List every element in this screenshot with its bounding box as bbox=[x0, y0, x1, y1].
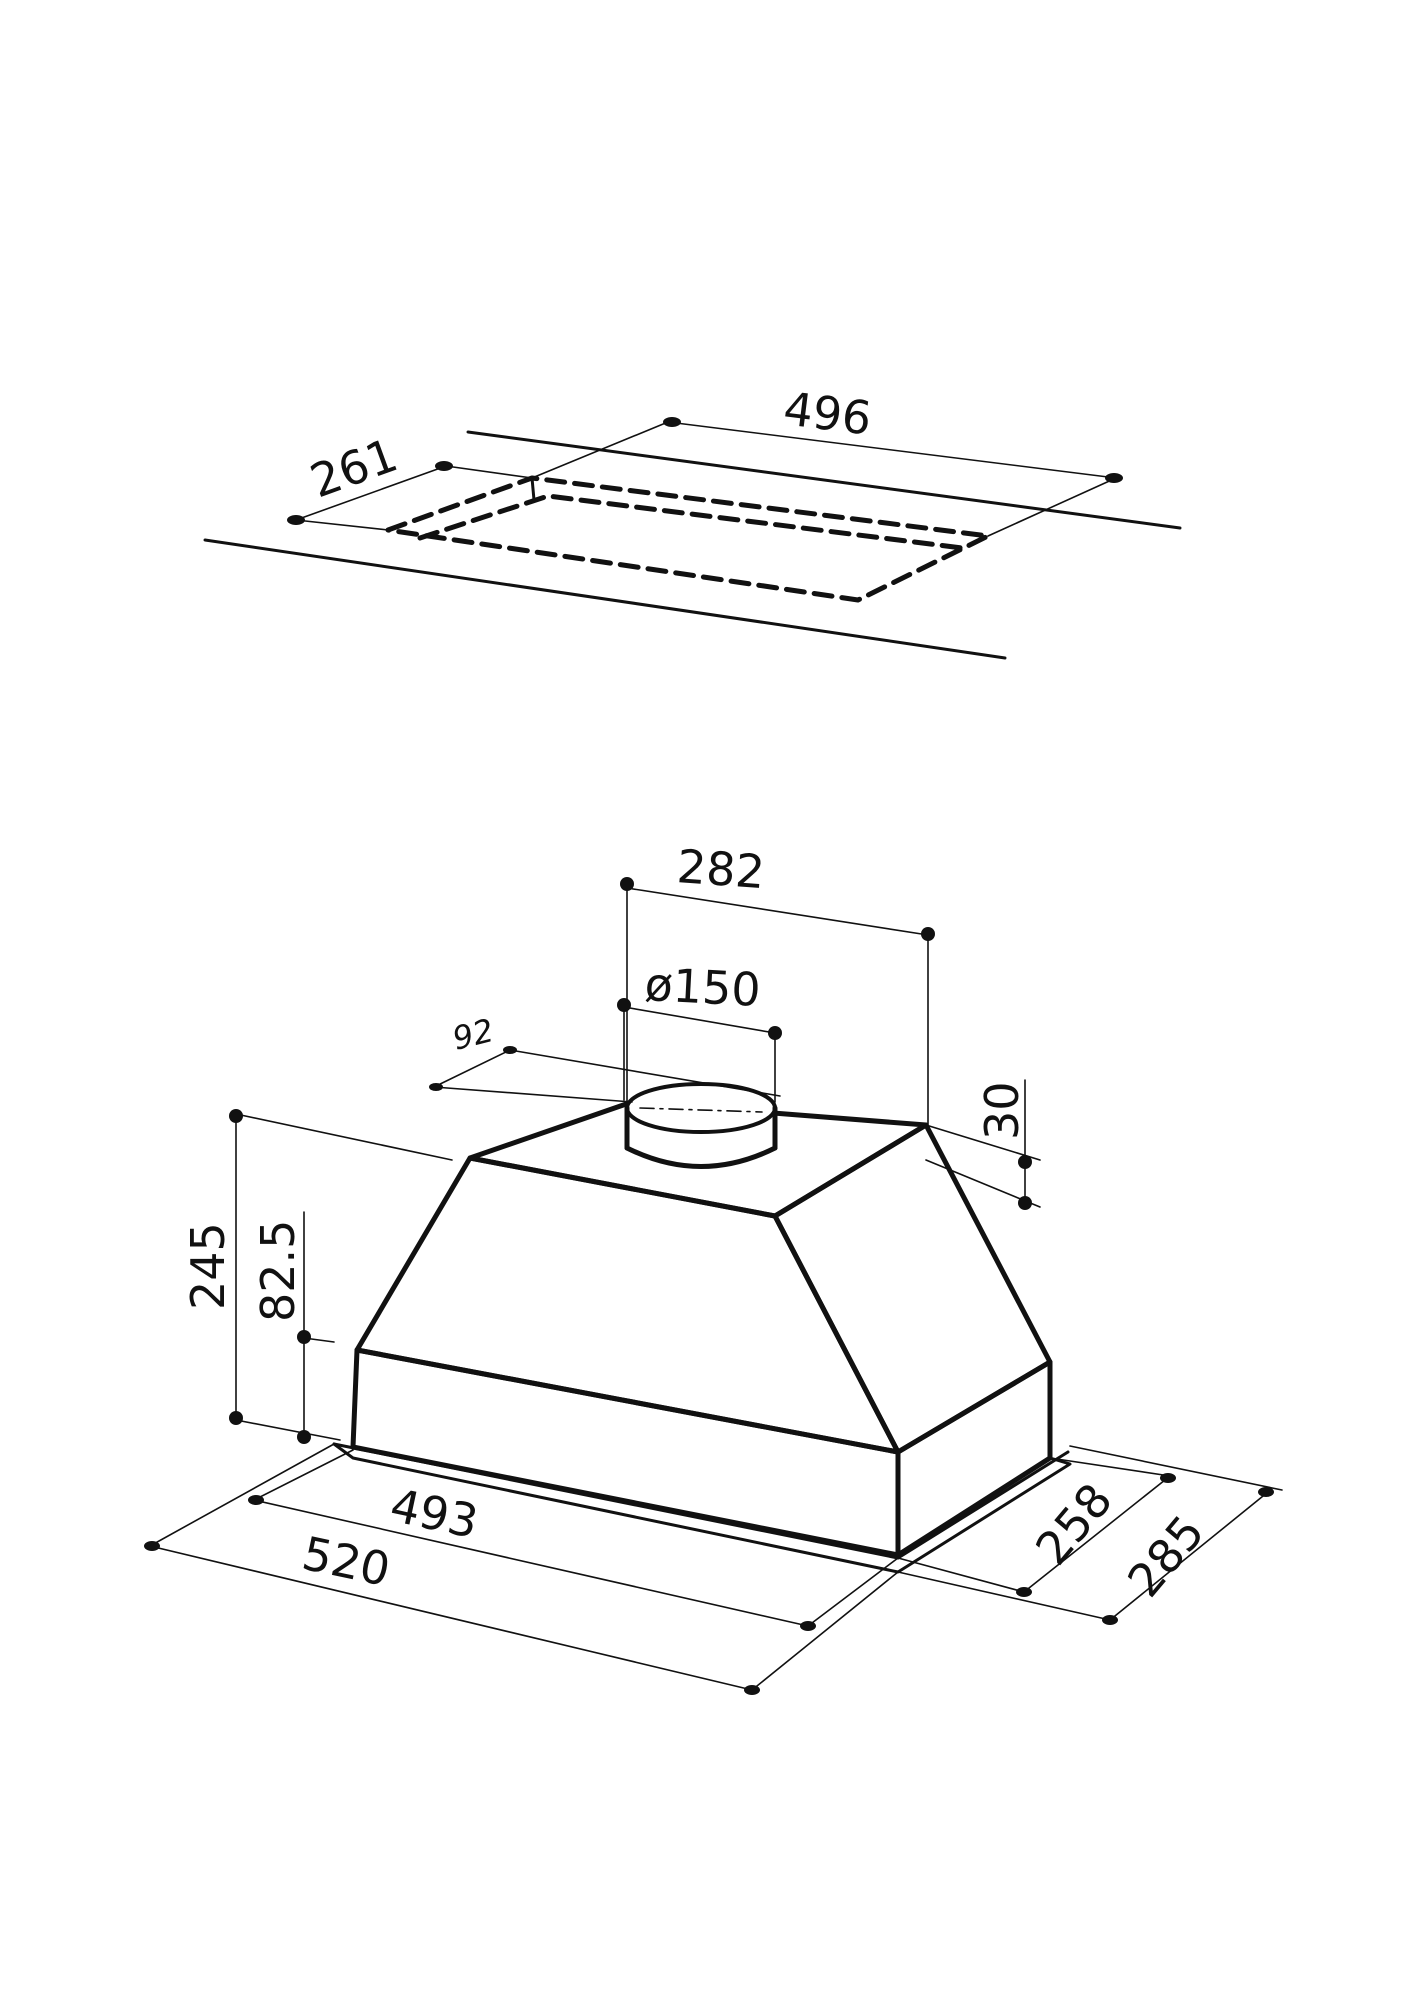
dim-285-label: 285 bbox=[1117, 1505, 1215, 1607]
dim-520-dot-a bbox=[144, 1541, 160, 1551]
dim-92-ext-bottom bbox=[433, 1086, 633, 1103]
dim-150-dot-a bbox=[617, 998, 631, 1012]
dim-258-dot-a bbox=[1016, 1587, 1032, 1597]
ceiling-front-edge bbox=[203, 538, 1007, 660]
dim-150-label: ø150 bbox=[643, 957, 762, 1017]
dim-261-dot-b bbox=[435, 461, 453, 471]
dim-496-ext-right bbox=[987, 477, 1117, 537]
outlet-bottom-curve bbox=[624, 1145, 778, 1169]
dim-245-ext-top bbox=[235, 1113, 453, 1161]
dim-496-ext-left bbox=[531, 421, 669, 479]
hood-flange-side bbox=[896, 1450, 1070, 1560]
dim-493-dot-b bbox=[800, 1621, 816, 1631]
dim-496-dot-a bbox=[663, 417, 681, 427]
cutout-inner-edge bbox=[417, 493, 965, 551]
dim-493-line bbox=[253, 1499, 809, 1627]
dim-496-label: 496 bbox=[781, 381, 875, 445]
dim-245-dot-b bbox=[229, 1411, 243, 1425]
dim-520-ext-left bbox=[149, 1443, 335, 1547]
dim-245-dot-a bbox=[229, 1109, 243, 1123]
dim-82-dot-a bbox=[297, 1330, 311, 1344]
dim-30-ext-top bbox=[925, 1124, 1041, 1161]
dim-82-dot-b bbox=[297, 1430, 311, 1444]
dim-30-dot-a bbox=[1018, 1155, 1032, 1169]
dim-282-dot-b bbox=[921, 927, 935, 941]
dim-493-ext-right bbox=[807, 1557, 899, 1627]
dim-520-line bbox=[149, 1545, 753, 1691]
dim-282-dot-a bbox=[620, 877, 634, 891]
outlet-centerline bbox=[639, 1107, 763, 1113]
dim-92-dot-b bbox=[429, 1083, 443, 1091]
dim-496-dot-b bbox=[1105, 473, 1123, 483]
dim-92-line bbox=[433, 1049, 511, 1088]
dim-493-dot-a bbox=[248, 1495, 264, 1505]
hood-side-slope bbox=[772, 1122, 1053, 1455]
dim-261-dot-a bbox=[287, 515, 305, 525]
dim-245-ext-bottom bbox=[235, 1419, 341, 1441]
dim-258-line bbox=[1023, 1475, 1171, 1593]
dim-258-label: 258 bbox=[1025, 1473, 1123, 1575]
dim-261-ext-top bbox=[445, 465, 533, 479]
dim-285-ext-bottom bbox=[897, 1571, 1111, 1621]
dim-258-dot-b bbox=[1160, 1473, 1176, 1483]
cutout-outline bbox=[385, 475, 991, 603]
dim-258-ext-bottom bbox=[897, 1557, 1025, 1593]
dim-82-label: 82.5 bbox=[251, 1220, 305, 1322]
dim-520-ext-right bbox=[751, 1571, 899, 1691]
dim-496-line bbox=[667, 421, 1117, 479]
cutout-corner-tick bbox=[530, 476, 536, 502]
dim-520-label: 520 bbox=[298, 1526, 395, 1597]
dim-245-label: 245 bbox=[181, 1222, 235, 1310]
dim-261-label: 261 bbox=[303, 428, 404, 509]
dim-92-ext-top bbox=[509, 1049, 781, 1097]
dim-285-dot-a bbox=[1102, 1615, 1118, 1625]
dim-30-label: 30 bbox=[975, 1081, 1029, 1140]
dim-92-dot-a bbox=[503, 1046, 517, 1054]
dim-282-label: 282 bbox=[675, 839, 766, 899]
hood-front-slope bbox=[354, 1155, 901, 1455]
dim-150-dot-b bbox=[768, 1026, 782, 1040]
dim-282-line bbox=[626, 887, 929, 936]
dim-285-ext-top bbox=[1069, 1445, 1283, 1491]
dim-285-dot-b bbox=[1258, 1487, 1274, 1497]
dim-30-dot-b bbox=[1018, 1196, 1032, 1210]
dim-258-ext-top bbox=[1049, 1457, 1171, 1477]
hood-flange-front bbox=[332, 1442, 900, 1560]
dim-285-line bbox=[1109, 1491, 1269, 1621]
cutout-view: 496 261 bbox=[203, 381, 1182, 660]
dim-520-dot-b bbox=[744, 1685, 760, 1695]
outlet-collar bbox=[624, 1082, 778, 1169]
ceiling-back-edge bbox=[466, 430, 1182, 530]
dim-493-label: 493 bbox=[386, 1478, 483, 1549]
dim-493-ext-left bbox=[253, 1449, 354, 1501]
dim-150-line bbox=[623, 1006, 776, 1034]
dim-261-ext-bottom bbox=[295, 519, 389, 531]
hood-view: 282 ø150 92 30 245 82.5 bbox=[144, 839, 1283, 1695]
dim-261-line bbox=[295, 465, 447, 521]
dim-92-label: 92 bbox=[449, 1011, 498, 1058]
